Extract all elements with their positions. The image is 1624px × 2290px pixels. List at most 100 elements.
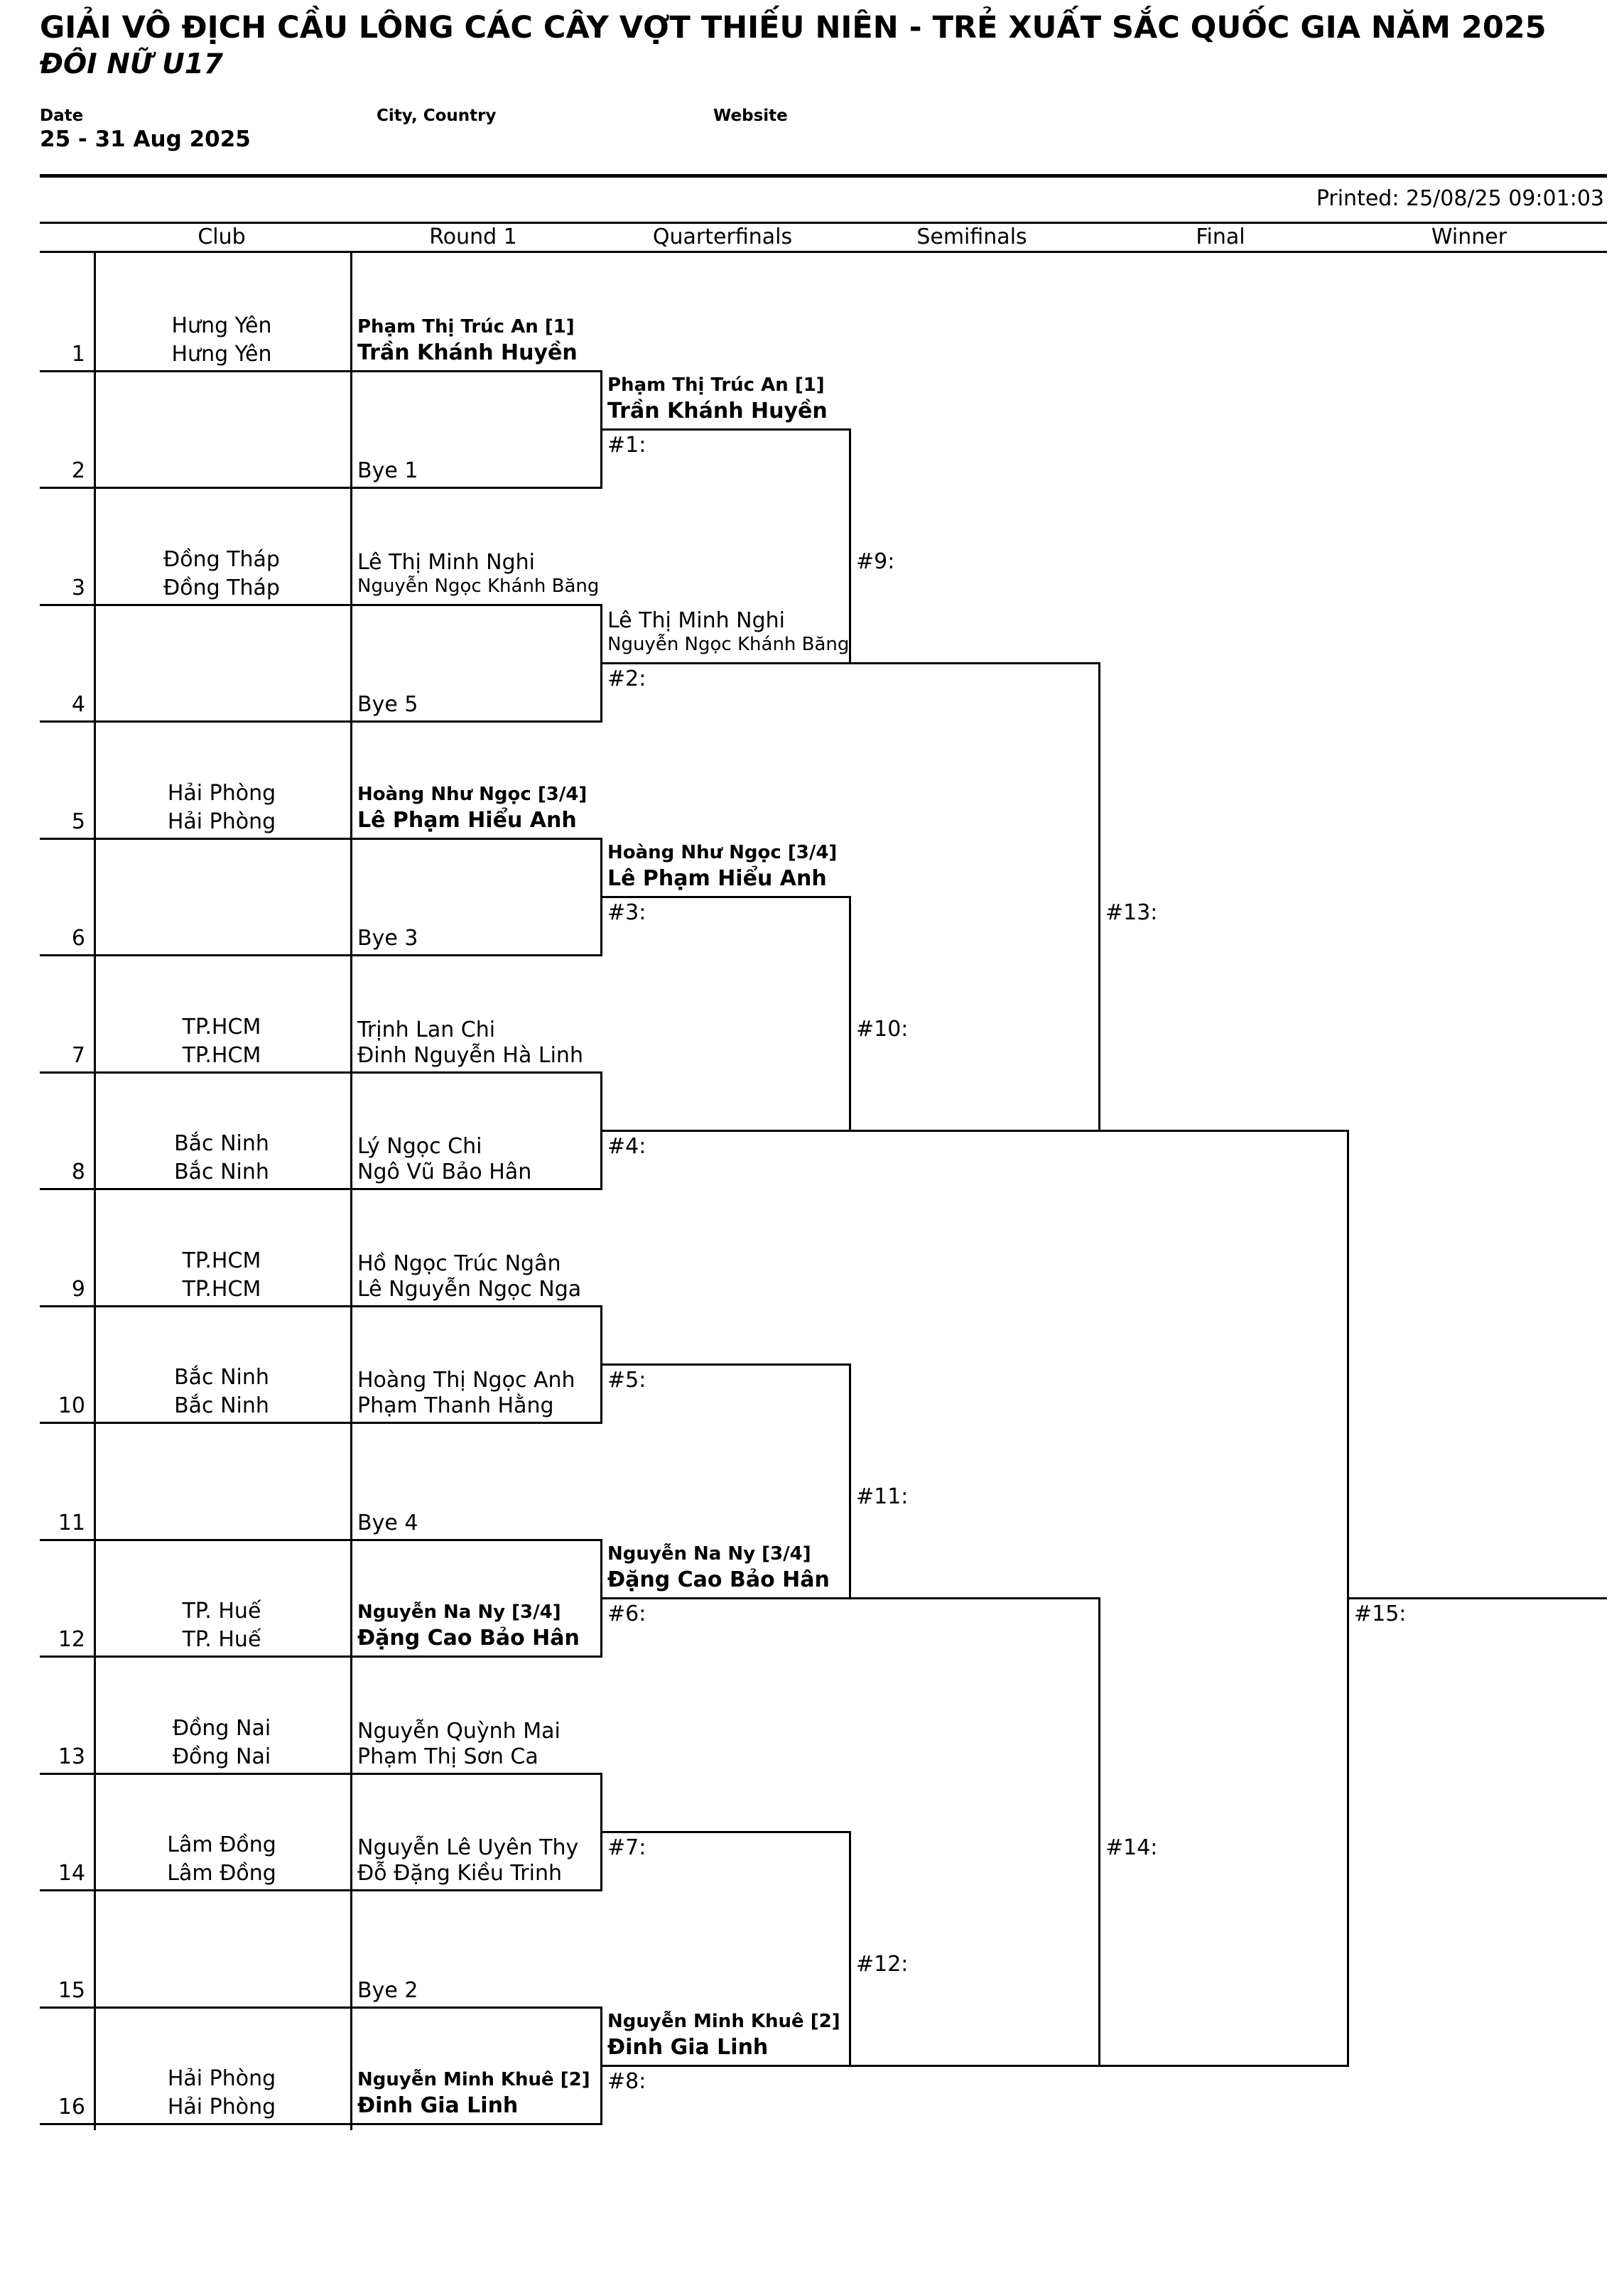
final-line [849, 661, 1100, 664]
quarterfinal-line [350, 1538, 602, 1541]
player-name: Nguyễn Na Ny [3/4] [357, 1602, 561, 1623]
semifinal-connector [849, 1830, 851, 2065]
advancing-player-name: Đặng Cao Bảo Hân [607, 1567, 830, 1592]
match-number-label: #3: [607, 900, 646, 925]
draw-position-number: 12 [58, 1627, 85, 1652]
player-name: Lý Ngọc Chi [357, 1134, 482, 1159]
final-line [849, 1597, 1100, 1599]
semifinal-line [600, 1363, 851, 1366]
player-name: Lê Nguyễn Ngọc Nga [357, 1276, 582, 1302]
semifinal-line [600, 895, 851, 898]
advancing-player-name: Đinh Gia Linh [607, 2034, 769, 2060]
advancing-player-name: Nguyễn Ngọc Khánh Băng [607, 633, 850, 655]
semifinal-line [600, 1597, 851, 1599]
match-number-label: #7: [607, 1835, 646, 1860]
match-number-label: #6: [607, 1601, 646, 1626]
player-name: Nguyễn Lê Uyên Thy [357, 1835, 579, 1860]
semifinal-line [600, 1830, 851, 1833]
match-number-label: #1: [607, 432, 646, 458]
column-header-club: Club [197, 225, 246, 249]
match-number-label: #12: [856, 1952, 909, 1977]
club-name: Bắc Ninh [174, 1365, 269, 1390]
semifinal-connector [849, 1363, 851, 1597]
city-label: City, Country [377, 107, 497, 125]
draw-slot-line [40, 1889, 352, 1891]
player-name: Phạm Thị Sơn Ca [357, 1744, 538, 1769]
player-name: Ngô Vũ Bảo Hân [357, 1160, 532, 1184]
semifinal-line [600, 428, 851, 431]
player-name: Trịnh Lan Chi [357, 1017, 496, 1042]
match-number-label: #15: [1354, 1601, 1407, 1626]
quarterfinal-line [350, 1422, 602, 1424]
column-header-quarterfinals: Quarterfinals [652, 225, 793, 249]
draw-position-number: 11 [58, 1510, 85, 1535]
column-header-top-line [40, 222, 1607, 224]
player-name: Bye 4 [357, 1510, 418, 1535]
draw-position-number: 6 [71, 926, 85, 951]
quarterfinal-line [350, 487, 602, 489]
quarterfinal-line [350, 2123, 602, 2125]
draw-position-number: 10 [58, 1393, 85, 1418]
date-label: Date [40, 107, 84, 125]
player-name: Nguyễn Minh Khuê [2] [357, 2069, 590, 2090]
match-number-label: #13: [1105, 900, 1158, 925]
draw-position-number: 14 [58, 1861, 85, 1886]
player-name: Hồ Ngọc Trúc Ngân [357, 1251, 561, 1276]
club-name: Hải Phòng [167, 780, 276, 806]
column-header-round1: Round 1 [429, 225, 517, 249]
quarterfinal-line [350, 603, 602, 606]
club-name: TP.HCM [182, 1042, 261, 1068]
quarterfinal-line [350, 1889, 602, 1891]
club-column-divider [94, 253, 96, 2130]
club-name: TP.HCM [182, 1014, 261, 1039]
advancing-player-name: Nguyễn Na Ny [3/4] [607, 1543, 811, 1565]
quarterfinal-line [350, 1071, 602, 1074]
match-number-label: #5: [607, 1367, 646, 1393]
final-connector [1098, 661, 1100, 1130]
match-number-label: #9: [856, 549, 895, 575]
draw-position-number: 5 [71, 809, 85, 834]
draw-position-number: 2 [71, 458, 85, 483]
player-name: Hoàng Như Ngọc [3/4] [357, 783, 588, 805]
draw-slot-line [40, 1656, 352, 1658]
quarterfinal-line [350, 1772, 602, 1775]
draw-slot-line [40, 487, 352, 489]
final-line [849, 2064, 1100, 2067]
player-name: Đinh Gia Linh [357, 2093, 519, 2118]
column-header-bottom-line [40, 251, 1607, 253]
club-name: Hải Phòng [167, 2095, 276, 2119]
quarterfinal-line [350, 1188, 602, 1190]
club-name: Đồng Tháp [163, 575, 280, 600]
draw-slot-line [40, 2006, 352, 2009]
player-name: Phạm Thị Trúc An [1] [357, 315, 575, 337]
semifinal-connector [849, 428, 851, 662]
quarterfinal-line [350, 720, 602, 723]
club-name: Bắc Ninh [174, 1131, 269, 1156]
column-header-final: Final [1196, 225, 1245, 249]
player-name: Phạm Thanh Hằng [357, 1393, 554, 1418]
quarterfinal-line [350, 837, 602, 840]
draw-position-number: 7 [71, 1042, 85, 1068]
club-name: TP.HCM [182, 1276, 261, 1302]
header-divider [40, 174, 1607, 178]
advancing-player-name: Lê Phạm Hiểu Anh [607, 865, 827, 891]
player-name: Lê Thị Minh Nghi [357, 549, 536, 575]
player-name: Trần Khánh Huyền [357, 340, 578, 365]
player-name: Lê Phạm Hiểu Anh [357, 807, 577, 833]
club-name: Bắc Ninh [174, 1393, 269, 1418]
draw-position-number: 16 [58, 2095, 85, 2119]
draw-slot-line [40, 1071, 352, 1074]
draw-position-number: 15 [58, 1977, 85, 2003]
match-number-label: #8: [607, 2068, 646, 2094]
semifinal-connector [849, 895, 851, 1130]
player-name: Bye 3 [357, 926, 418, 951]
advancing-player-name: Hoàng Như Ngọc [3/4] [607, 841, 838, 863]
advancing-player-name: Trần Khánh Huyền [607, 398, 828, 423]
club-name: Hưng Yên [171, 313, 272, 338]
quarterfinal-line [350, 369, 602, 372]
winner-line [1098, 2064, 1349, 2067]
club-name: Hải Phòng [167, 809, 276, 834]
semifinal-line [600, 1129, 851, 1132]
champion-line [1347, 1597, 1607, 1599]
club-name: Lâm Đồng [167, 1832, 276, 1857]
